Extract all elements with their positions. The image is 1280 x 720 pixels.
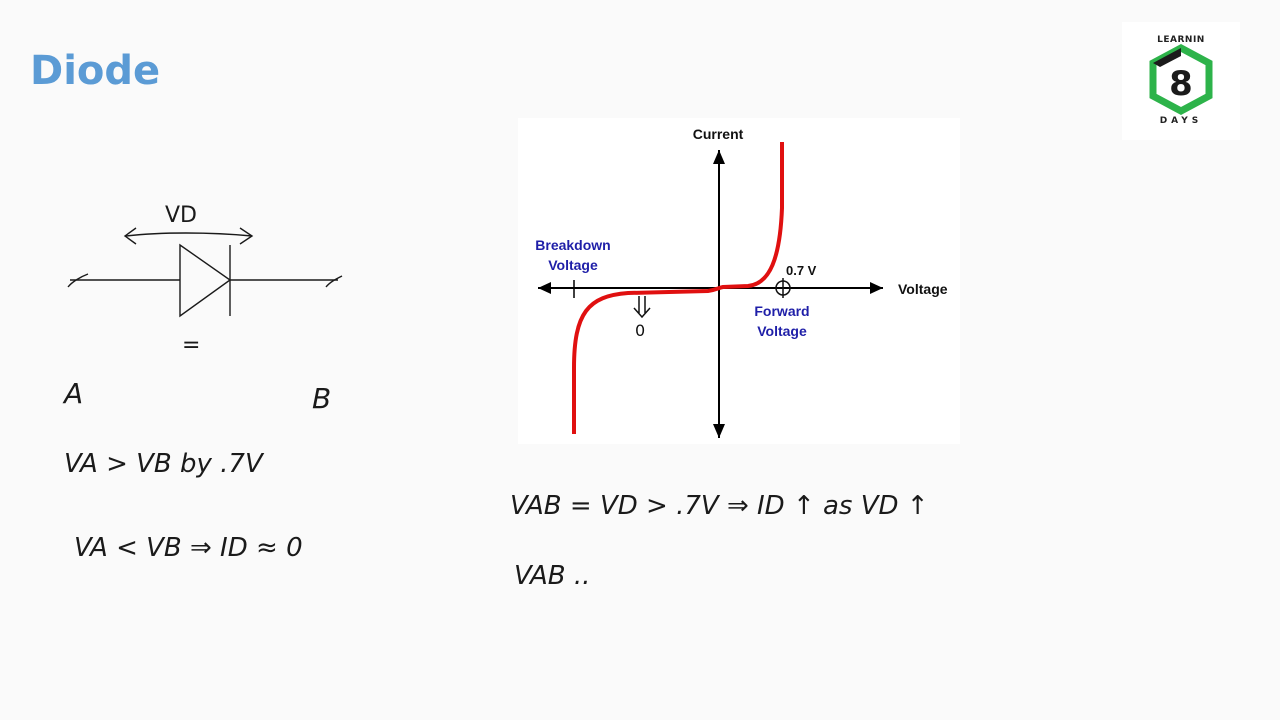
logo-top-text: LEARNIN [1157, 35, 1205, 45]
zero-mark: 0 [635, 321, 645, 340]
equals-mark: = [182, 333, 200, 358]
forward-label-line1: Forward [754, 303, 809, 319]
breakdown-label-line1: Breakdown [535, 237, 610, 253]
x-axis-label: Voltage [898, 281, 948, 297]
note-line-2: VA < VB ⇒ ID ≈ 0 [74, 533, 303, 563]
slide-title: Diode [30, 48, 161, 94]
threshold-label: 0.7 V [786, 263, 817, 278]
note-line-4: VAB .. [514, 561, 590, 591]
terminal-b-label: B [312, 382, 331, 415]
forward-label-line2: Voltage [757, 323, 807, 339]
logo-bottom-text: DAYS [1159, 116, 1203, 126]
logo-number: 8 [1169, 64, 1193, 104]
x-axis-arrow-left [538, 282, 551, 294]
note-line-3: VAB = VD > .7V ⇒ ID ↑ as VD ↑ [510, 491, 929, 521]
terminal-a-label: A [62, 377, 83, 410]
vd-label: VD [165, 203, 197, 228]
logo-hexagon-icon: 8 [1149, 44, 1213, 115]
iv-graph-canvas: Current Voltage Breakdown Voltage Forwar… [535, 126, 948, 438]
iv-curve [572, 142, 784, 434]
y-axis-label: Current [693, 126, 744, 142]
iv-characteristic-graph: Current Voltage Breakdown Voltage Forwar… [518, 118, 960, 444]
learnin8days-logo: LEARNIN 8 DAYS [1122, 22, 1240, 140]
note-line-1: VA > VB by .7V [64, 449, 265, 479]
y-axis-arrow-up [713, 150, 725, 164]
breakdown-label-line2: Voltage [548, 257, 598, 273]
down-arrow-mark [633, 296, 651, 319]
y-axis-arrow-down [713, 424, 725, 438]
x-axis-arrow-right [870, 282, 883, 294]
diode-symbol [67, 227, 343, 318]
